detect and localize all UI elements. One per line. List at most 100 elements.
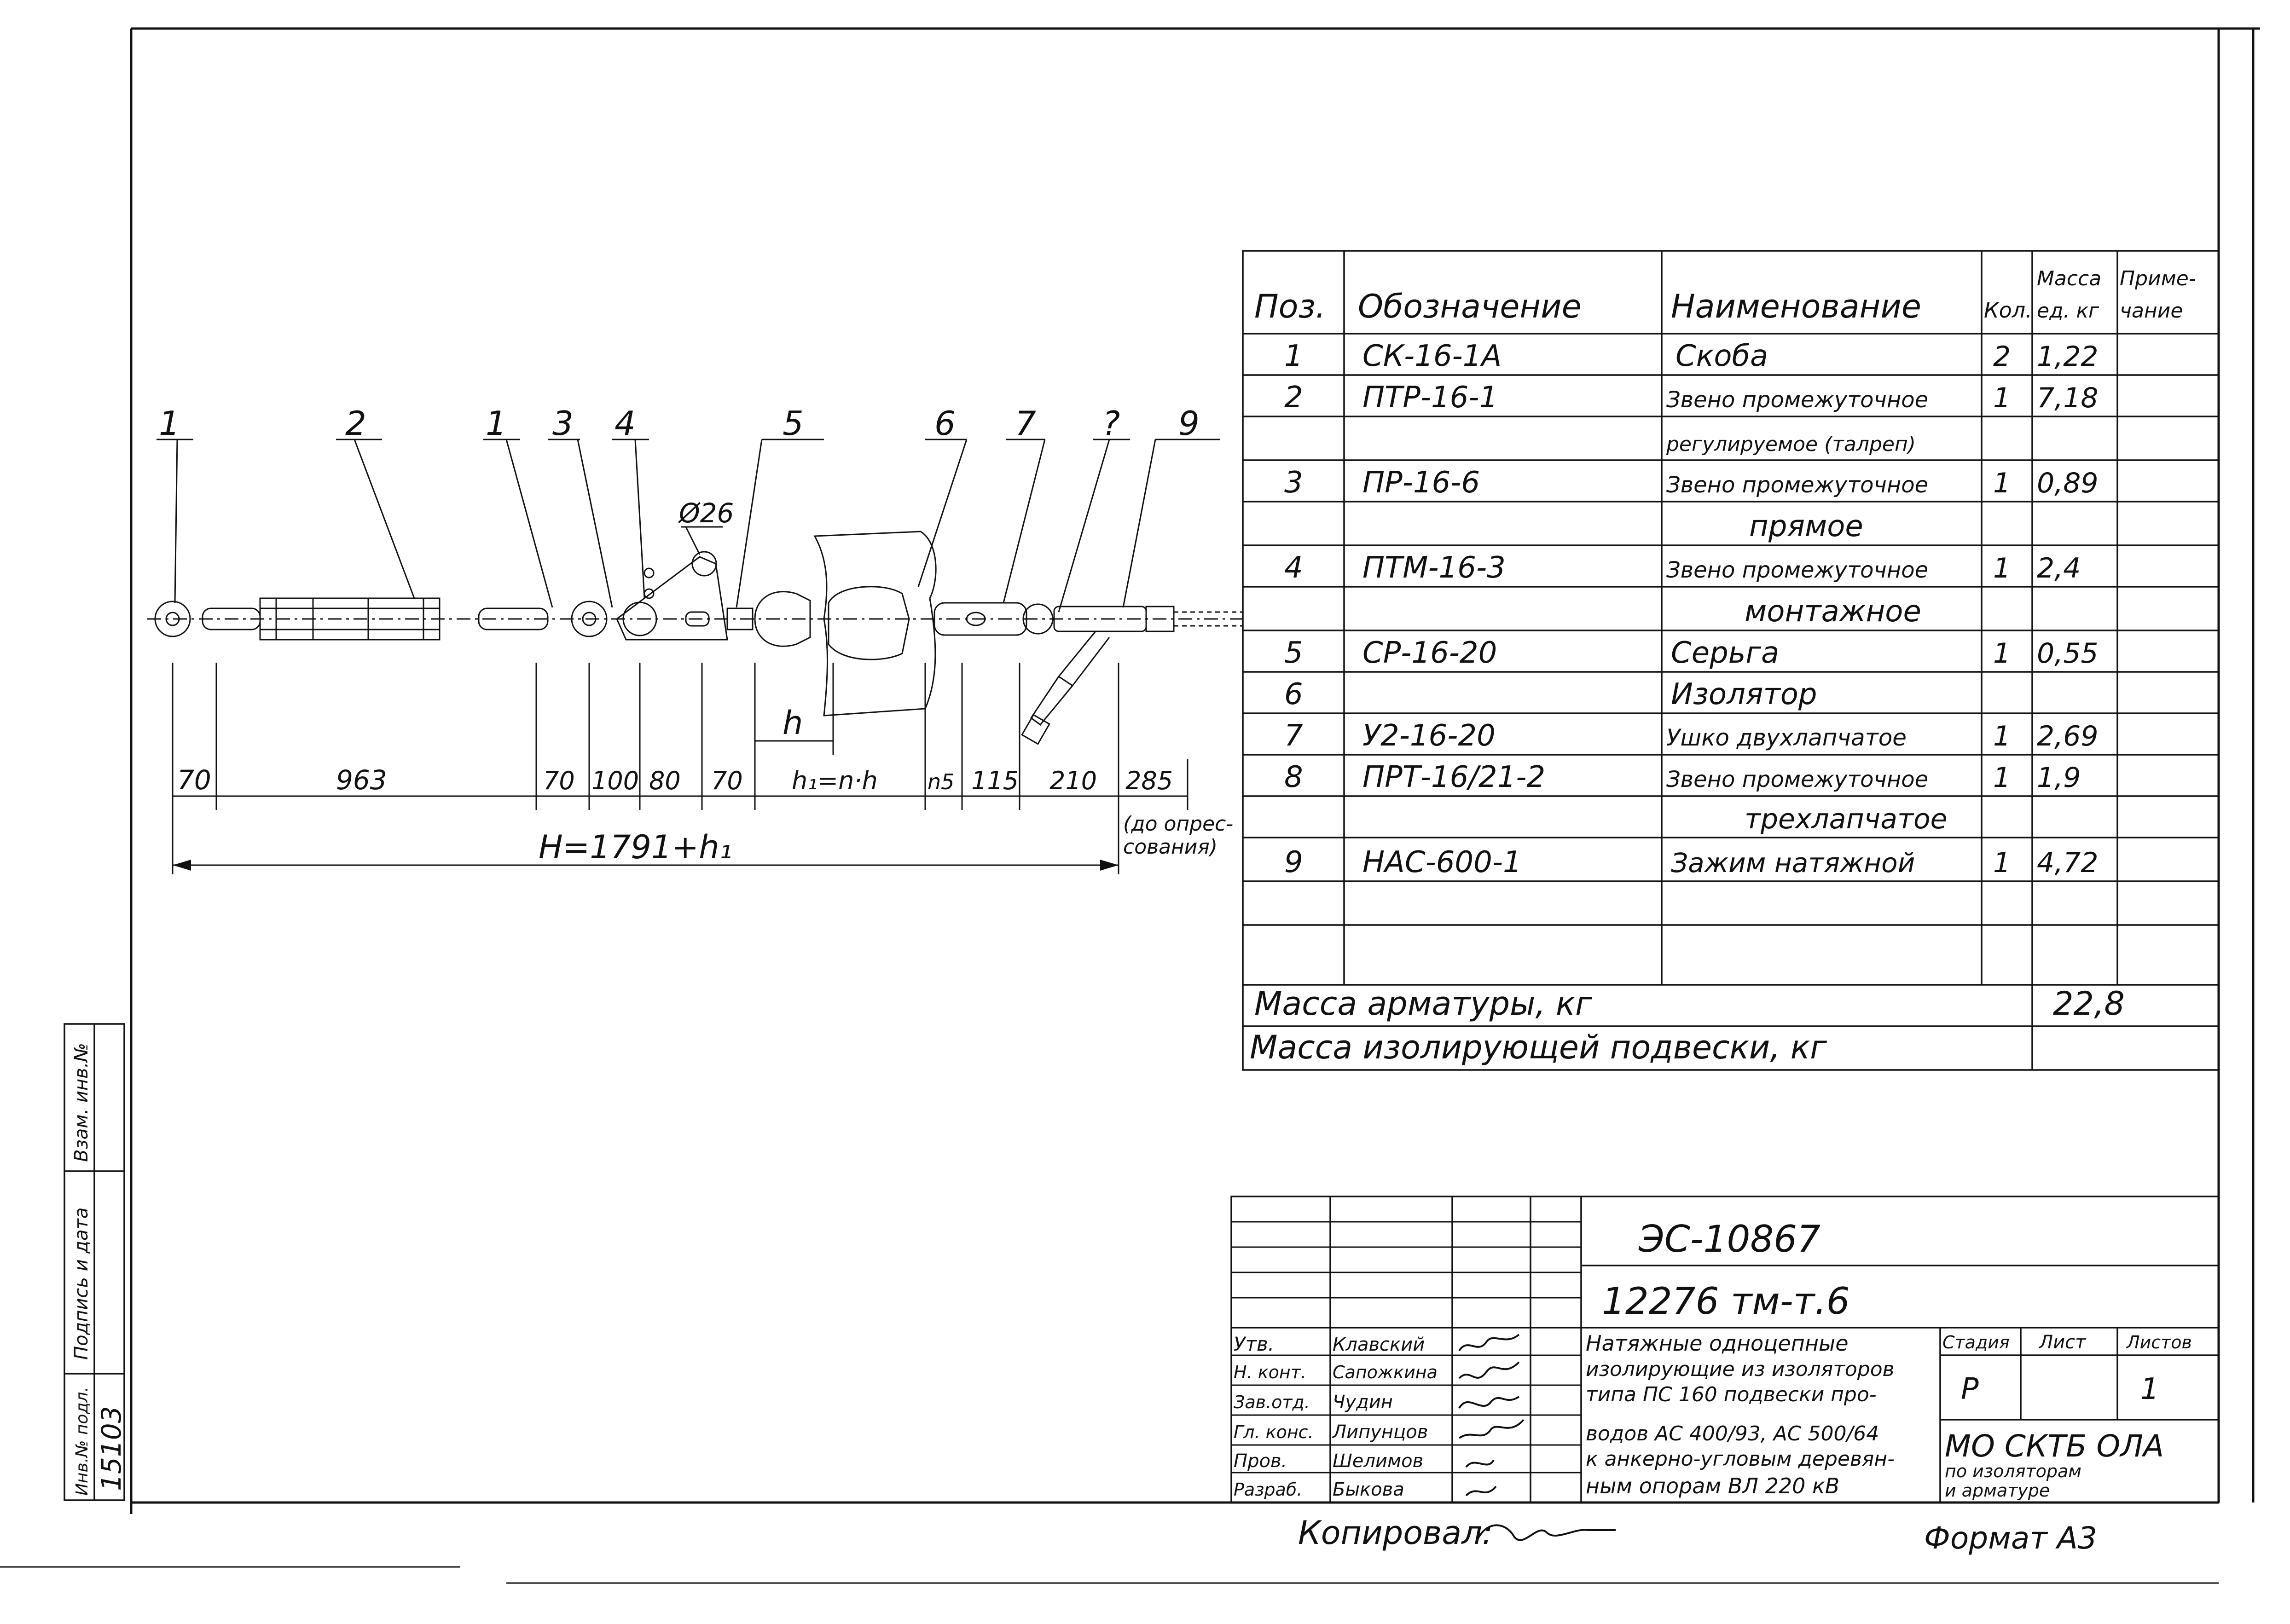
row-mass: 2,69 (2037, 720, 2099, 752)
dimension-8: 115 (971, 766, 1019, 795)
row-qty: 2 (1993, 341, 2011, 373)
organization-subline-1: по изоляторам (1945, 1461, 2081, 1481)
row-qty: 1 (1993, 552, 2011, 584)
table-row: 8 ПРТ-16/21-2 Звено промежуточное 1 1,9 (1284, 760, 2081, 794)
row-mass: 4,72 (2037, 847, 2099, 879)
row-pos: 8 (1284, 760, 1303, 794)
sheets-label: Листов (2126, 1332, 2192, 1352)
role-name: Быкова (1333, 1479, 1404, 1500)
dimension-4: 80 (649, 766, 681, 795)
dimension-7: n5 (928, 769, 954, 794)
row-name: Звено промежуточное (1666, 767, 1928, 792)
role-label: Утв. (1234, 1333, 1274, 1355)
mass-suspension-label: Масса изолирующей подвески, кг (1250, 1029, 1827, 1066)
part-link-b (478, 607, 549, 630)
mass-fittings-label: Масса арматуры, кг (1254, 985, 1593, 1023)
header-note-bottom: чание (2120, 299, 2183, 323)
leader-label-3: 3 (552, 404, 574, 443)
dimension-6: h₁=n·h (792, 766, 878, 795)
leader-label-2: 2 (345, 404, 366, 443)
row-name: Ушко двухлапчатое (1666, 724, 1907, 751)
header-designation: Обозначение (1358, 288, 1582, 325)
document-code-2: 12276 тм-т.6 (1602, 1280, 1850, 1323)
row-pos: 9 (1284, 845, 1303, 879)
part-shackle-right (571, 601, 608, 637)
row-name: Звено промежуточное (1666, 557, 1928, 583)
row-pos: 4 (1284, 551, 1303, 585)
sheet-label: Лист (2038, 1332, 2087, 1353)
assembly-drawing: 1 2 1 3 4 5 6 7 ? 9 Ø26 (147, 404, 1243, 874)
row-qty: 1 (1993, 720, 2011, 752)
row-pos: 7 (1284, 719, 1303, 753)
row-name: прямое (1749, 509, 1863, 543)
h-dimension-label: h (783, 704, 803, 742)
row-name: регулируемое (талреп) (1666, 433, 1916, 456)
role-name: Сапожкина (1333, 1362, 1438, 1382)
title-block: ЭС-10867 12276 тм-т.6 Утв. Клавский Н. к… (1230, 1196, 2220, 1503)
header-pos: Поз. (1254, 288, 1326, 325)
row-designation: НАС-600-1 (1362, 845, 1522, 879)
row-name: Зажим натяжной (1671, 847, 1915, 878)
dimension-5: 70 (711, 766, 743, 795)
organization-subline-2: и арматуре (1945, 1480, 2050, 1501)
role-name: Шелимов (1333, 1451, 1423, 1472)
stage-label: Стадия (1942, 1332, 2010, 1352)
role-label: Пров. (1234, 1451, 1287, 1472)
header-note-top: Приме- (2120, 267, 2196, 290)
header-mass-top: Масса (2037, 267, 2101, 290)
title-line: типа ПС 160 подвески про- (1586, 1383, 1877, 1406)
table-row: 4 ПТМ-16-3 Звено промежуточное 1 2,4 (1284, 551, 2081, 585)
leader-label-1b: 1 (486, 404, 507, 443)
leader-label-8: ? (1102, 404, 1120, 443)
mass-fittings-value: 22,8 (2053, 985, 2125, 1023)
row-name: Изолятор (1671, 677, 1817, 711)
role-name: Липунцов (1332, 1422, 1428, 1443)
row-qty: 1 (1993, 382, 2011, 414)
leader-label-1a: 1 (159, 404, 180, 443)
copied-by-label: Копировал: (1298, 1514, 1493, 1552)
leader-label-5: 5 (783, 404, 804, 443)
dimension-1: 963 (336, 764, 387, 796)
row-mass: 1,9 (2037, 762, 2081, 794)
role-label: Гл. конс. (1234, 1422, 1314, 1442)
row-mass: 1,22 (2037, 341, 2099, 373)
sheets-value: 1 (2140, 1372, 2159, 1406)
dimension-9: 210 (1049, 766, 1097, 795)
row-mass: 7,18 (2037, 382, 2099, 414)
table-row: 9 НАС-600-1 Зажим натяжной 1 4,72 (1284, 845, 2099, 879)
specification-table: Поз. Обозначение Наименование Кол. Масса… (1242, 250, 2220, 1071)
document-code-1: ЭС-10867 (1638, 1218, 1820, 1260)
dimension-10: 285 (1125, 766, 1173, 795)
table-row: 1 СК-16-1А Скоба 2 1,22 (1284, 339, 2099, 373)
role-name: Клавский (1333, 1334, 1425, 1355)
title-line: изолирующие из изоляторов (1586, 1358, 1895, 1381)
side-stamp: Взам. инв.№ Подпись и дата Инв.№ подл. 1… (64, 1023, 127, 1501)
row-designation: У2-16-20 (1362, 719, 1496, 753)
row-designation: ПТР-16-1 (1362, 381, 1498, 415)
role-label: Зав.отд. (1234, 1392, 1310, 1412)
side-stamp-label-replace: Взам. инв.№ (71, 1043, 92, 1162)
row-qty: 1 (1993, 762, 2011, 794)
leader-label-7: 7 (1015, 404, 1036, 443)
note-before-crimping-2: сования) (1123, 835, 1217, 859)
row-designation: ПТМ-16-3 (1362, 551, 1506, 585)
role-label: Разраб. (1234, 1480, 1302, 1500)
dimension-3: 100 (591, 766, 639, 795)
format-label: Формат А3 (1924, 1520, 2097, 1556)
dimension-chain: 70 963 70 100 80 70 h₁=n·h n5 115 210 28… (172, 663, 1233, 874)
signature-marks (1458, 1334, 1525, 1497)
title-line: Натяжные одноцепные (1586, 1331, 1849, 1356)
part-insulator (754, 531, 937, 717)
row-designation: ПР-16-6 (1362, 466, 1480, 500)
row-designation: ПРТ-16/21-2 (1362, 760, 1545, 794)
table-row: прямое (1749, 509, 1863, 543)
row-mass: 0,89 (2037, 467, 2099, 499)
row-designation: СК-16-1А (1362, 339, 1502, 373)
leader-label-4: 4 (615, 404, 636, 443)
row-qty: 1 (1993, 637, 2011, 670)
header-name: Наименование (1671, 288, 1921, 325)
organization-name: МО СКТБ ОЛА (1945, 1428, 2164, 1464)
dimension-2: 70 (543, 766, 575, 795)
row-pos: 3 (1284, 466, 1303, 500)
